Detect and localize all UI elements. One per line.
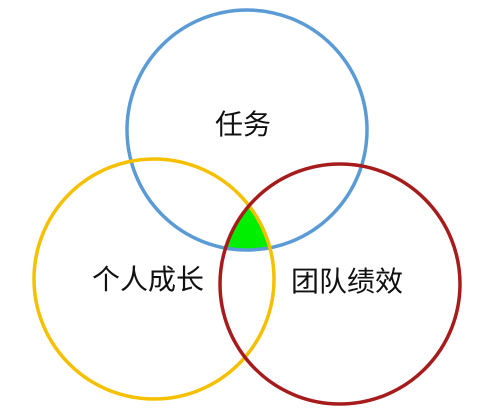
personal-growth-label: 个人成长: [92, 263, 204, 296]
personal-growth-circle: [32, 157, 276, 401]
team-performance-circle: [218, 162, 462, 406]
task-label: 任务: [215, 108, 271, 141]
team-performance-label: 团队绩效: [291, 265, 403, 298]
task-circle: [125, 8, 369, 252]
